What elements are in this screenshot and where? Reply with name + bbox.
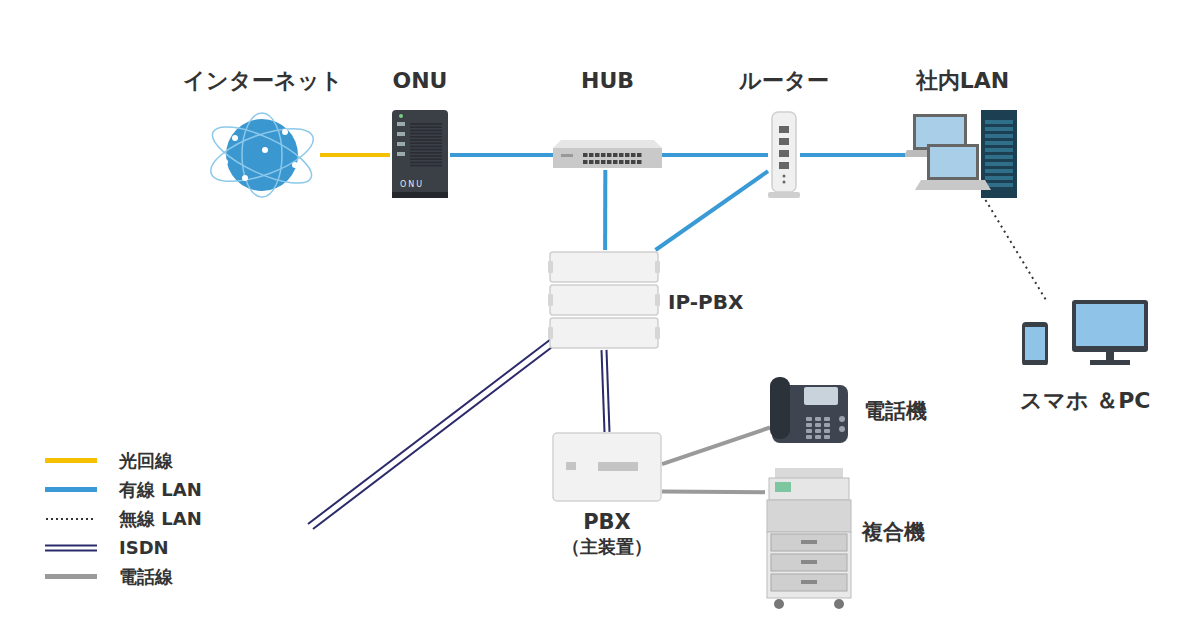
smartphone-pc-node: スマホ ＆PC (1020, 300, 1150, 365)
legend-double-sample (45, 543, 97, 553)
ip-pbx-node: IP-PBX (548, 250, 660, 350)
globe-icon (205, 110, 320, 200)
legend-row: ISDN (45, 533, 202, 562)
lan-connector (662, 155, 768, 156)
legend-row: 無線 LAN (45, 504, 202, 533)
onu-node: ONUONU (390, 110, 450, 200)
copier-icon (765, 468, 853, 610)
wifi-connector (986, 200, 1047, 300)
lan-connector (605, 170, 606, 250)
device-label: HUB (581, 68, 634, 94)
device-label: 複合機 (862, 520, 925, 545)
device-label: 社内LAN (916, 68, 1009, 94)
legend-text: ISDN (119, 537, 169, 558)
connector-stroke (603, 170, 607, 250)
connector-stroke (450, 153, 553, 157)
fiber-connector (320, 155, 390, 156)
internet-node: インターネット (205, 110, 320, 200)
tel-connector (662, 428, 770, 465)
connector-stroke (606, 350, 609, 432)
device-label: PBX (583, 510, 631, 535)
legend-row: 有線 LAN (45, 475, 202, 504)
legend-swatch (45, 574, 97, 579)
device-label: スマホ ＆PC (1020, 388, 1151, 414)
legend: 光回線 有線 LAN 無線 LAN ISDN 電話線 (45, 446, 202, 591)
legend-text: 電話線 (119, 565, 173, 589)
lan-icon (905, 110, 1020, 200)
connector-stroke (662, 428, 770, 465)
legend-swatch (45, 487, 97, 492)
legend-row: 電話線 (45, 562, 202, 591)
device-label: インターネット (183, 68, 343, 94)
connector-stroke (320, 153, 390, 157)
pbx-node: PBX（主装置） (552, 432, 662, 502)
device-label: （主装置） (562, 536, 652, 558)
connector-stroke (662, 490, 765, 495)
device-print: ONU (400, 180, 424, 189)
legend-dotted-sample (45, 514, 97, 524)
connector-stroke (602, 350, 605, 432)
lan-connector (450, 155, 553, 156)
phone-icon (770, 375, 850, 445)
connector-stroke (800, 153, 905, 157)
device-label: ルーター (739, 68, 829, 94)
tel-connector (662, 491, 765, 493)
smartphone-pc-icon (1020, 300, 1150, 365)
router-node: ルーター (768, 110, 800, 200)
router-icon (768, 110, 800, 200)
legend-text: 光回線 (119, 449, 173, 473)
isdn-connector (602, 350, 610, 432)
connector-stroke (662, 153, 768, 157)
lan-node: 社内LAN (905, 110, 1020, 200)
pbx-icon (552, 432, 662, 502)
isdn-wire (308, 336, 560, 529)
legend-swatch (45, 458, 97, 463)
lan-connector (656, 171, 768, 250)
device-label: 電話機 (864, 399, 927, 424)
connector-stroke (656, 171, 768, 250)
lan-connector (800, 155, 905, 156)
hub-icon (553, 140, 662, 170)
ip-pbx-icon (548, 250, 660, 350)
hub-node: HUB (553, 140, 662, 170)
device-label: IP-PBX (668, 290, 743, 314)
connector-stroke (986, 200, 1047, 300)
legend-row: 光回線 (45, 446, 202, 475)
device-label: ONU (393, 68, 448, 94)
copier-node: 複合機 (765, 468, 853, 610)
legend-text: 有線 LAN (119, 478, 202, 502)
phone-node: 電話機 (770, 375, 850, 445)
legend-text: 無線 LAN (119, 507, 202, 531)
